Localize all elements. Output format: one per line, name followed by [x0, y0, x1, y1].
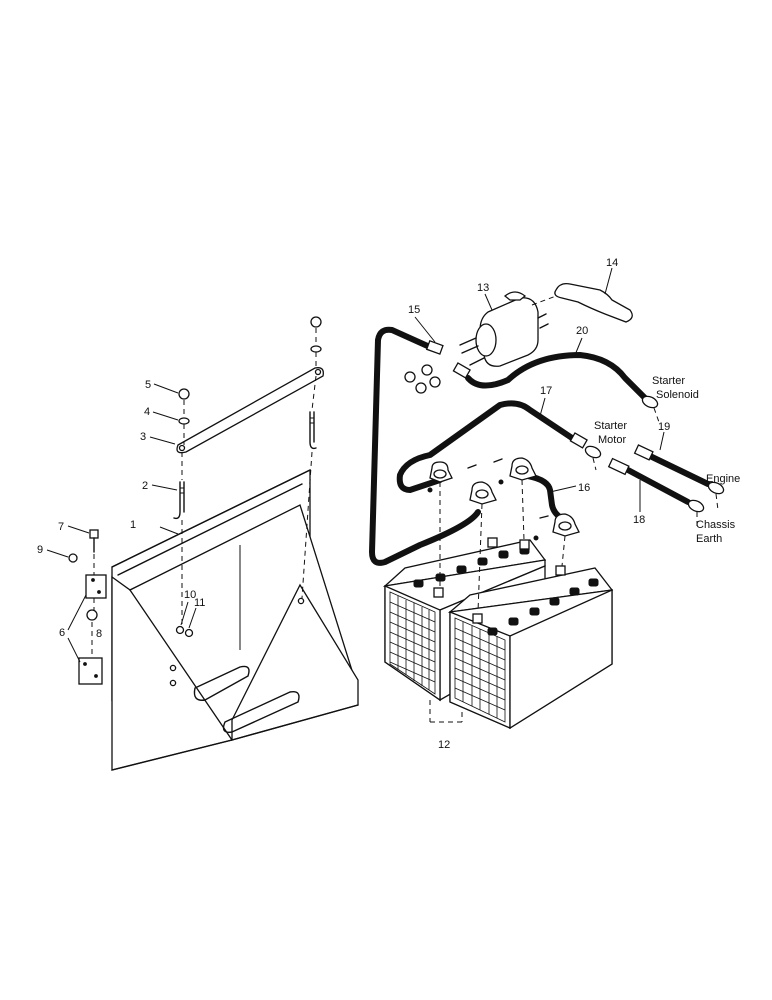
battery-grid-left [389, 591, 436, 695]
part-number-6: 6 [59, 627, 65, 639]
battery-tray [111, 468, 359, 771]
battery-terminal-posts [433, 537, 566, 624]
clamp-bolts-nuts [427, 458, 566, 613]
label-starter-motor-line2: Motor [598, 434, 626, 446]
cable-18-lugs [607, 457, 705, 513]
battery-grid-right [454, 617, 506, 723]
part-number-3: 3 [140, 431, 146, 443]
label-starter-motor-line1: Starter [594, 420, 627, 432]
cable-18 [625, 467, 691, 505]
connection-labels: Starter Solenoid Starter Motor Engine Ch… [594, 375, 740, 545]
label-starter-solenoid-line2: Solenoid [656, 389, 699, 401]
nut-8 [86, 609, 98, 621]
cable-20-lug [452, 362, 659, 409]
leader-lines [46, 267, 665, 663]
cable-19-lugs [633, 444, 725, 495]
bracket-upper [85, 574, 107, 599]
part-number-12: 12 [438, 739, 450, 751]
part-number-1: 1 [130, 519, 136, 531]
part-number-17: 17 [540, 385, 552, 397]
part-number-19: 19 [658, 421, 670, 433]
part-number-4: 4 [144, 406, 150, 418]
clamp-bar [176, 367, 324, 454]
part-number-9: 9 [37, 544, 43, 556]
part-number-8: 8 [96, 628, 102, 640]
battery-clamp-front [469, 481, 497, 505]
part-number-5: 5 [145, 379, 151, 391]
bolt-7 [89, 529, 99, 553]
part-number-14: 14 [606, 257, 618, 269]
cable-17-lug [569, 432, 602, 459]
solenoid-nuts-washers [404, 364, 441, 394]
tray-nuts [175, 625, 194, 638]
bracket-lower [78, 657, 103, 685]
part-number-20: 20 [576, 325, 588, 337]
part-number-7: 7 [58, 521, 64, 533]
cable-20 [465, 352, 648, 401]
label-chassis-earth-line1: Chassis [696, 519, 736, 531]
battery-clamp-middle [509, 457, 537, 481]
label-chassis-earth-line2: Earth [696, 533, 722, 545]
part-numbers: 1 2 3 4 5 6 7 8 9 10 11 12 13 14 15 16 1… [37, 257, 670, 751]
cable-17 [396, 400, 578, 493]
j-bolt-left [173, 481, 185, 520]
battery-clamp-right [552, 513, 580, 537]
lug-explode-lines [592, 407, 719, 526]
part-number-13: 13 [477, 282, 489, 294]
cable-15 [369, 326, 481, 566]
j-bolt-right [309, 411, 317, 450]
battery-clamp-left [429, 461, 453, 483]
part-number-10: 10 [184, 589, 196, 601]
part-number-15: 15 [408, 304, 420, 316]
boot-explode-line [531, 295, 557, 306]
nut-9 [68, 553, 78, 563]
cable-15-lug [425, 340, 444, 355]
battery-explode-lines [429, 700, 463, 723]
starter-solenoid [459, 291, 549, 367]
label-starter-solenoid-line1: Starter [652, 375, 685, 387]
cable-19 [647, 453, 711, 487]
part-number-16: 16 [578, 482, 590, 494]
label-engine: Engine [706, 473, 740, 485]
part-number-2: 2 [142, 480, 148, 492]
cable-16 [525, 473, 568, 523]
part-number-11: 11 [194, 597, 205, 609]
terminal-boot [554, 282, 633, 323]
nuts-washers-top [178, 316, 322, 425]
part-number-18: 18 [633, 514, 645, 526]
